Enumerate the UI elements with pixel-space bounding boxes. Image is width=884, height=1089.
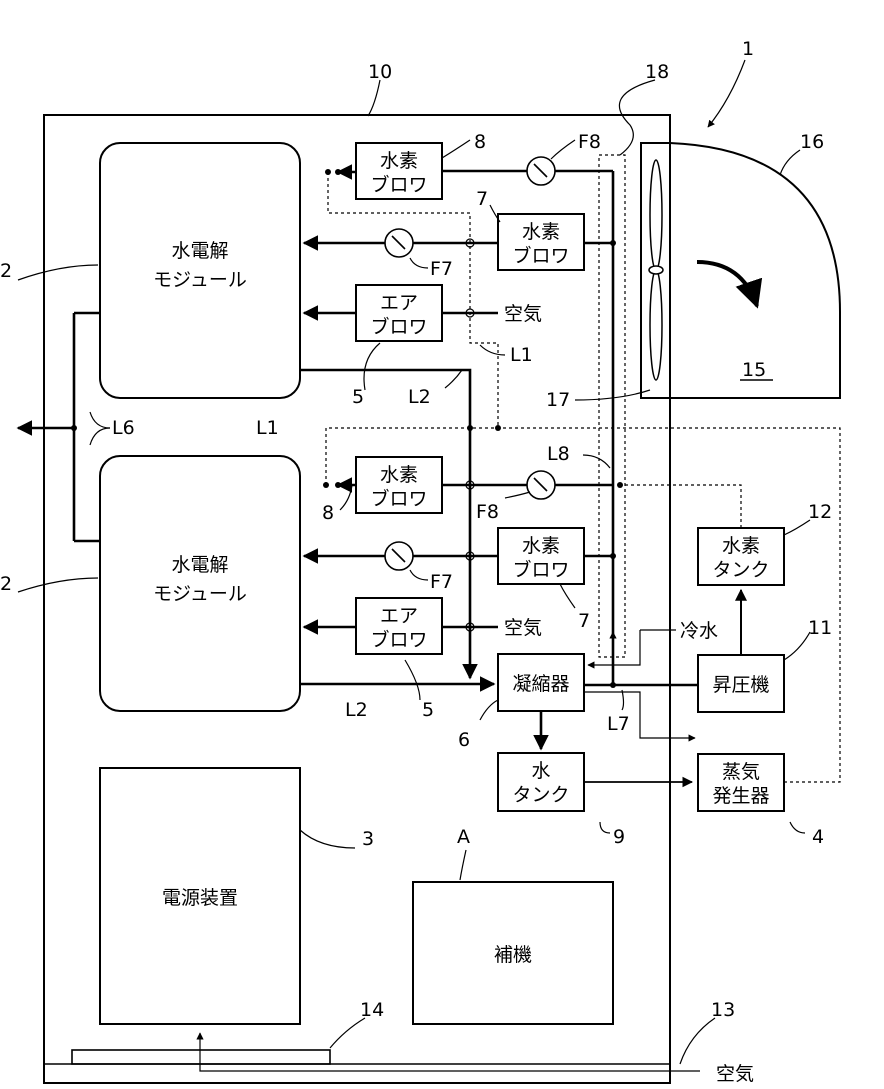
air-blower-top-label-2: ブロワ [370, 315, 427, 338]
ref-l1-top: L1 [510, 344, 533, 366]
air-label-bottom: 空気 [504, 617, 542, 639]
h2-blower-top-label-1: 水素 [380, 150, 418, 172]
ref-h2-tank: 12 [808, 501, 832, 523]
air-label-inlet: 空気 [716, 1063, 754, 1085]
h2-blower-mid-top-label-2: ブロワ [512, 244, 569, 267]
ref-condenser: 6 [458, 729, 470, 751]
h2-blower-mid-top-label-1: 水素 [522, 221, 560, 243]
h2-blower-bottom-label-2: ブロワ [370, 487, 427, 510]
ref-f8-top: F8 [578, 131, 601, 153]
ref-booster: 11 [808, 617, 832, 639]
aux-label: 補機 [494, 944, 532, 966]
power-label: 電源装置 [162, 887, 238, 909]
ref-l2-top: L2 [408, 386, 431, 408]
water-tank-label-2: タンク [512, 784, 569, 806]
ref-l7: L7 [607, 713, 630, 735]
ref-l2-bottom: L2 [345, 699, 368, 721]
air-label-top: 空気 [504, 303, 542, 325]
ref-h2-blower-mid-bottom: 7 [578, 610, 590, 632]
air-blower-bottom-label-1: エア [380, 605, 418, 627]
ref-fan-housing: 16 [800, 131, 824, 153]
fan-blade-bottom [650, 270, 662, 380]
ref-water-tank: 9 [613, 826, 625, 848]
ref-fan: 15 [742, 359, 766, 381]
fan-blade-top [650, 160, 662, 270]
ref-duct-inner: 17 [546, 389, 570, 411]
module-bottom-label-1: 水電解 [171, 554, 228, 576]
ref-aux: A [457, 826, 470, 848]
ref-module-top: 2 [0, 260, 12, 282]
ref-housing: 10 [368, 61, 392, 83]
ref-module-bottom: 2 [0, 573, 12, 595]
module-top-label-1: 水電解 [171, 240, 228, 262]
water-tank-label-1: 水 [531, 760, 550, 782]
filter-strip [72, 1050, 330, 1064]
steam-gen-label-2: 発生器 [712, 785, 769, 807]
ref-power: 3 [362, 828, 374, 850]
h2-blower-mid-bottom-label-2: ブロワ [512, 558, 569, 581]
ref-f7-bottom: F7 [430, 571, 453, 593]
coolant-label: 冷水 [680, 620, 718, 642]
module-top-label-2: モジュール [153, 269, 247, 291]
ref-l6: L6 [112, 417, 135, 439]
h2-tank-label-2: タンク [712, 559, 769, 581]
h2-blower-top-label-2: ブロワ [370, 173, 427, 196]
ref-l8: L8 [547, 443, 570, 465]
h2-blower-bottom-label-1: 水素 [380, 464, 418, 486]
ref-steam-gen: 4 [812, 826, 824, 848]
fan-hub [649, 266, 663, 274]
booster-label: 昇圧機 [712, 674, 769, 696]
module-bottom-label-2: モジュール [153, 583, 247, 605]
rotation-arrow [697, 262, 757, 306]
ref-air-blower-bottom: 5 [422, 699, 434, 721]
h2-blower-mid-bottom-label-1: 水素 [522, 535, 560, 557]
ref-duct-outer: 18 [645, 61, 669, 83]
ref-h2-blower-mid-top: 7 [476, 188, 488, 210]
ref-h2-blower-top: 8 [474, 131, 486, 153]
h2-tank-label-1: 水素 [722, 535, 760, 557]
ref-filter: 14 [360, 999, 384, 1021]
ref-l1-mid: L1 [256, 417, 279, 439]
ref-f7-top: F7 [430, 258, 453, 280]
air-blower-bottom-label-2: ブロワ [370, 628, 427, 651]
ref-air-inlet: 13 [711, 999, 735, 1021]
ref-f8-bottom: F8 [476, 501, 499, 523]
ref-system: 1 [742, 38, 754, 60]
condenser-label: 凝縮器 [512, 673, 569, 695]
ref-h2-blower-bottom: 8 [322, 502, 334, 524]
steam-gen-label-1: 蒸気 [722, 761, 760, 783]
ref-air-blower-top: 5 [352, 386, 364, 408]
air-blower-top-label-1: エア [380, 292, 418, 314]
